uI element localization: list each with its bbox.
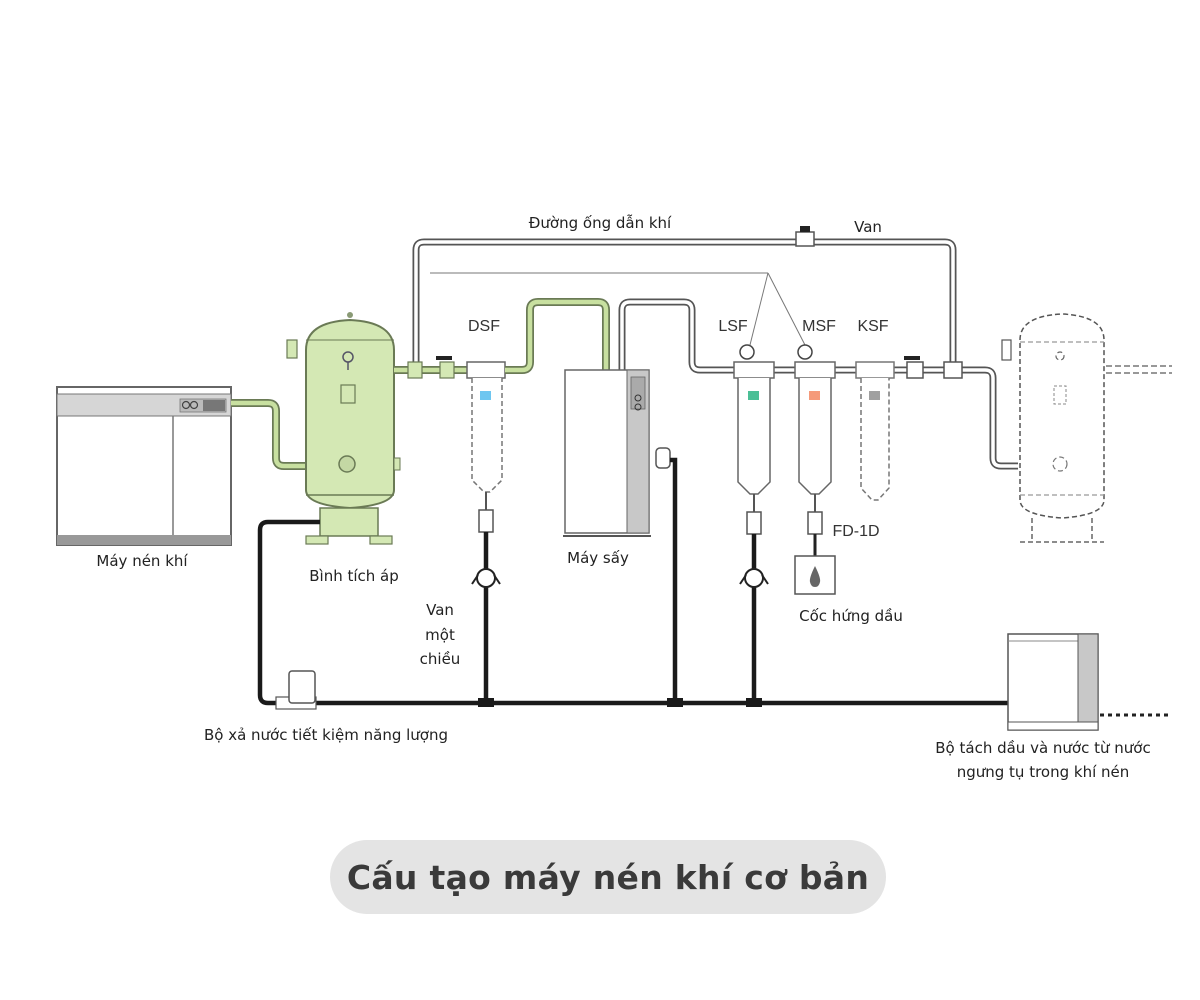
label-separator-line1: Bộ tách dầu và nước từ nước bbox=[935, 739, 1150, 757]
bypass-valve-handle-icon bbox=[800, 226, 810, 232]
label-check-valve-line1: Van bbox=[426, 601, 454, 619]
gauge-icon bbox=[181, 400, 191, 410]
label-tank: Bình tích áp bbox=[309, 567, 399, 585]
label-oil-cup: Cốc hứng dầu bbox=[799, 607, 903, 625]
safety-valve-icon bbox=[286, 339, 298, 359]
label-dryer: Máy sấy bbox=[567, 549, 629, 567]
filter-dsf bbox=[466, 361, 506, 533]
oil-cup bbox=[794, 534, 836, 595]
auto-drain-icon bbox=[655, 447, 671, 469]
label-check-valve-line3: chiều bbox=[420, 650, 461, 668]
leader-lines bbox=[430, 272, 806, 346]
label-check-valve-line2: một bbox=[425, 626, 455, 644]
filter-ksf bbox=[855, 361, 895, 501]
dsf-color-marker bbox=[480, 391, 491, 400]
msf-color-marker bbox=[809, 391, 820, 400]
title-banner: Cấu tạo máy nén khí cơ bản bbox=[330, 840, 886, 914]
energy-saving-drain bbox=[275, 670, 317, 710]
ksf-color-marker bbox=[869, 391, 880, 400]
check-valve-icon bbox=[471, 568, 501, 588]
oil-water-separator bbox=[1007, 633, 1170, 731]
receiver-tank-optional bbox=[1019, 313, 1172, 543]
label-valve: Van bbox=[854, 218, 882, 236]
label-drain: Bộ xả nước tiết kiệm năng lượng bbox=[204, 726, 448, 744]
air-dryer bbox=[563, 369, 671, 537]
pressure-gauge-icon bbox=[739, 344, 755, 360]
page-title: Cấu tạo máy nén khí cơ bản bbox=[346, 857, 870, 897]
bypass-valve-icon bbox=[795, 231, 815, 247]
ball-valve-icon bbox=[439, 361, 455, 379]
air-pipe-bypass bbox=[412, 226, 957, 370]
check-valve-icon bbox=[739, 568, 769, 588]
oil-drop-icon bbox=[809, 566, 821, 587]
label-msf: MSF bbox=[802, 318, 836, 335]
gauge-icon bbox=[189, 400, 199, 410]
ball-valve-icon bbox=[906, 361, 924, 379]
air-compressor bbox=[56, 386, 232, 546]
label-separator-line2: ngưng tụ trong khí nén bbox=[957, 763, 1130, 781]
label-fd1d: FD-1D bbox=[832, 523, 879, 540]
pressure-gauge-icon bbox=[797, 344, 813, 360]
filter-msf bbox=[794, 344, 836, 535]
drain-lines bbox=[257, 457, 1008, 707]
label-compressor: Máy nén khí bbox=[96, 552, 188, 570]
label-ksf: KSF bbox=[857, 318, 888, 335]
label-lsf: LSF bbox=[718, 318, 748, 335]
lsf-color-marker bbox=[748, 391, 759, 400]
filter-lsf bbox=[733, 344, 775, 535]
receiver-tank bbox=[286, 312, 401, 545]
label-dsf: DSF bbox=[468, 318, 500, 335]
label-air-pipe: Đường ống dẫn khí bbox=[529, 214, 672, 232]
